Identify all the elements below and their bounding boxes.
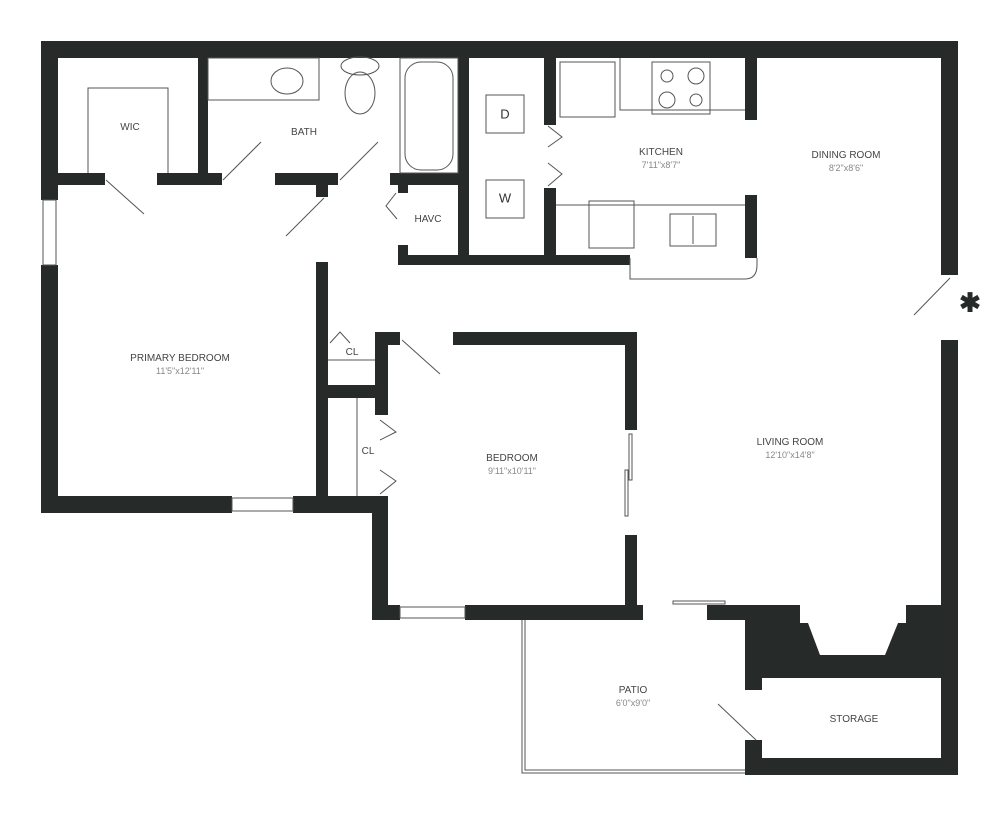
room-name: CL — [345, 347, 359, 358]
windows — [42, 199, 466, 619]
room-storage: STORAGE — [830, 713, 879, 726]
room-bath: BATH — [291, 126, 317, 139]
room-name: KITCHEN — [639, 147, 683, 158]
room-size: 11'5"x12'11" — [155, 366, 205, 376]
entry-marker-icon: ✱ — [959, 287, 981, 318]
room-closet: CL — [362, 445, 375, 458]
bathtub-icon — [404, 61, 454, 171]
room-name: BEDROOM — [486, 453, 538, 464]
room-dining: DINING ROOM 8'2"x8'6" — [812, 149, 881, 175]
kitchen-sink-icon — [669, 213, 717, 247]
walls — [41, 41, 958, 775]
kitchen-fixtures — [485, 58, 758, 280]
room-size: 6'0"x9'0" — [615, 698, 651, 708]
room-size: 12'10"x14'8" — [765, 450, 815, 460]
dryer-label: D — [500, 106, 510, 122]
room-wic: WIC — [120, 121, 139, 134]
patio-railing — [521, 620, 745, 774]
room-size: 9'11"x10'11" — [487, 466, 537, 476]
room-primary-bedroom: PRIMARY BEDROOM 11'5"x12'11" — [130, 352, 230, 378]
room-name: CL — [361, 446, 375, 457]
sink-icon — [270, 67, 304, 95]
room-bedroom: BEDROOM 9'11"x10'11" — [486, 452, 538, 478]
toilet-icon — [344, 71, 376, 115]
room-closet: CL — [346, 346, 359, 359]
room-name: BATH — [291, 127, 317, 138]
room-living: LIVING ROOM 12'10"x14'8" — [757, 436, 824, 462]
room-name: PATIO — [618, 685, 648, 696]
room-name: HAVC — [414, 214, 442, 225]
room-name: DINING ROOM — [811, 150, 881, 161]
bath-fixtures — [207, 56, 459, 174]
dryer-icon — [485, 94, 525, 134]
room-name: LIVING ROOM — [756, 437, 824, 448]
room-havc: HAVC — [414, 213, 441, 226]
washer-icon — [485, 179, 525, 219]
room-name: WIC — [120, 122, 140, 133]
doors[interactable] — [105, 125, 951, 741]
room-kitchen: KITCHEN 7'11"x8'7" — [639, 146, 683, 172]
room-patio: PATIO 6'0"x9'0" — [616, 684, 650, 710]
room-size: 8'2"x8'6" — [828, 163, 864, 173]
washer-label: W — [498, 190, 512, 206]
stove-icon — [651, 61, 711, 115]
room-name: STORAGE — [829, 714, 879, 725]
dishwasher-icon — [588, 200, 635, 249]
room-size: 7'11"x8'7" — [641, 160, 681, 170]
room-name: PRIMARY BEDROOM — [130, 353, 230, 364]
